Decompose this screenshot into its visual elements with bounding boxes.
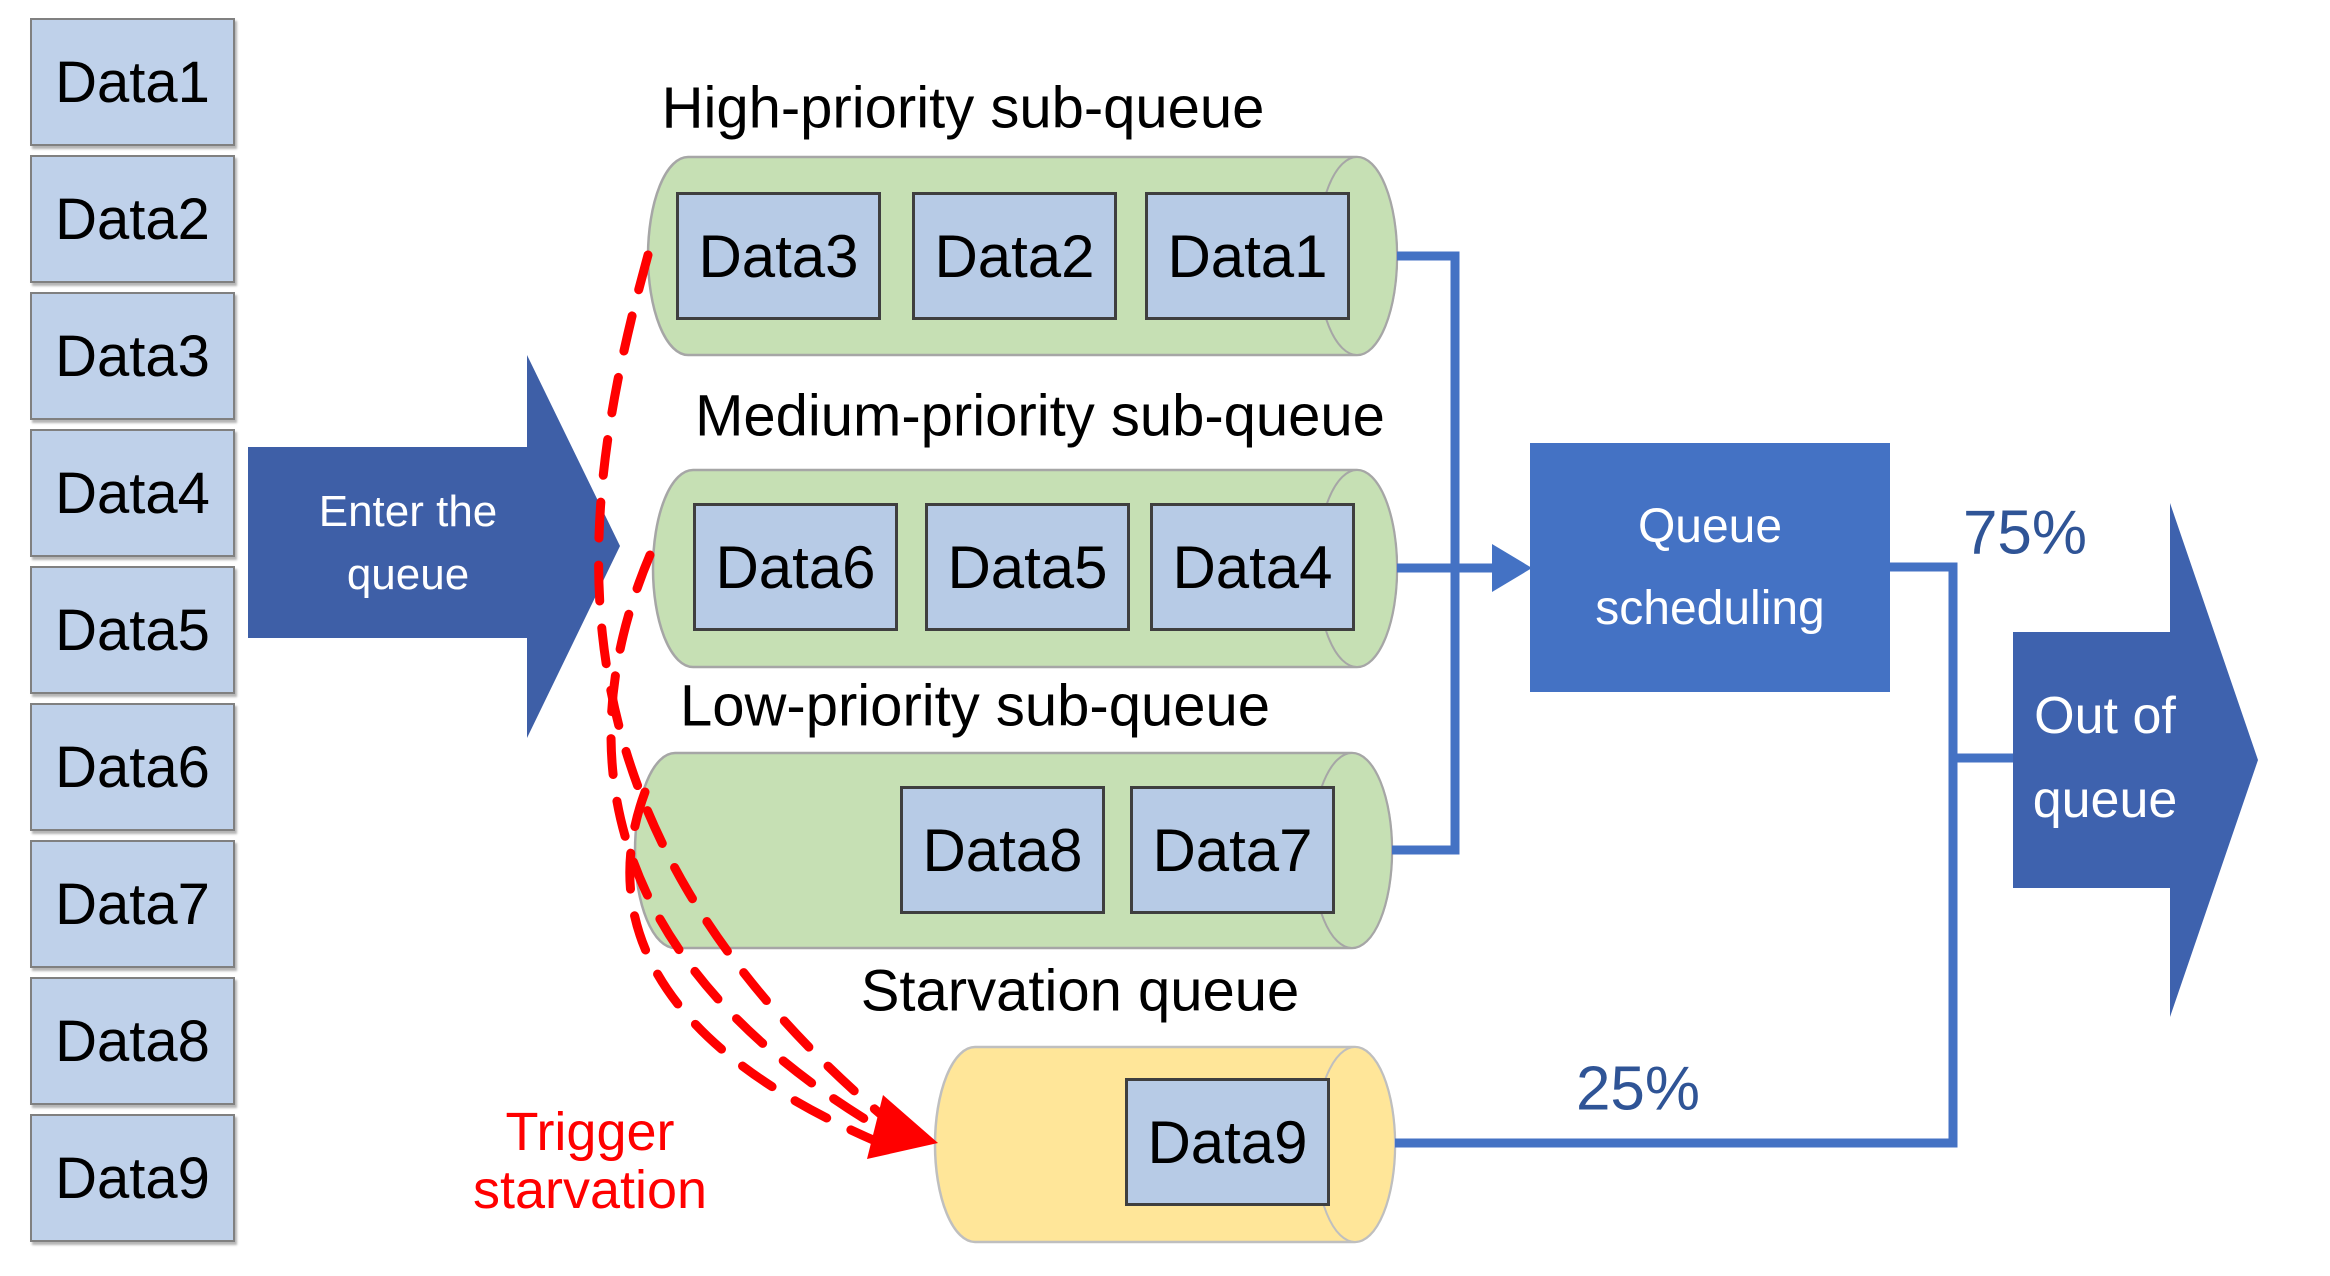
trigger-curve-high bbox=[594, 250, 890, 1123]
queue-scheduling-label-line1: Queue bbox=[1637, 499, 1783, 553]
queue-scheduling-box: Queue scheduling bbox=[1530, 443, 1890, 692]
starvation-queue-item-0: Data9 bbox=[1125, 1078, 1330, 1206]
medium-queue-item-2: Data4 bbox=[1150, 503, 1355, 631]
enter-queue-label: Enter the queue bbox=[319, 480, 498, 606]
input-item-7: Data7 bbox=[30, 840, 235, 968]
low-queue-item-1: Data7 bbox=[1130, 786, 1335, 914]
input-item-2: Data2 bbox=[30, 155, 235, 283]
input-item-3: Data3 bbox=[30, 292, 235, 420]
low-queue-title: Low-priority sub-queue bbox=[680, 673, 1270, 739]
trigger-curve-medium bbox=[606, 550, 893, 1138]
trigger-curve-low bbox=[625, 787, 897, 1153]
trigger-arrowhead-icon bbox=[867, 1095, 938, 1159]
connector-high-low-collector bbox=[1392, 251, 1460, 855]
trigger-starvation-label-line2: starvation bbox=[472, 1160, 708, 1220]
high-queue-item-1: Data2 bbox=[912, 192, 1117, 320]
input-item-4: Data4 bbox=[30, 429, 235, 557]
percent-75-label: 75% bbox=[1962, 498, 2088, 568]
medium-queue-item-1: Data5 bbox=[925, 503, 1130, 631]
input-item-9: Data9 bbox=[30, 1114, 235, 1242]
input-item-5: Data5 bbox=[30, 566, 235, 694]
percent-25-label: 25% bbox=[1575, 1054, 1701, 1124]
high-queue-item-2: Data1 bbox=[1145, 192, 1350, 320]
starvation-queue-title: Starvation queue bbox=[860, 958, 1300, 1024]
high-queue-title: High-priority sub-queue bbox=[661, 75, 1265, 141]
medium-queue-item-0: Data6 bbox=[693, 503, 898, 631]
input-item-1: Data1 bbox=[30, 18, 235, 146]
input-item-6: Data6 bbox=[30, 703, 235, 831]
enter-queue-label-line1: Enter the bbox=[318, 487, 498, 536]
high-queue-item-0: Data3 bbox=[676, 192, 881, 320]
input-item-8: Data8 bbox=[30, 977, 235, 1105]
low-queue-item-0: Data8 bbox=[900, 786, 1105, 914]
out-queue-arrow bbox=[2013, 503, 2258, 1017]
out-queue-label: Out of queue bbox=[2033, 674, 2178, 842]
connector-75-elbow bbox=[1395, 562, 1958, 1148]
trigger-starvation-label-line1: Trigger bbox=[505, 1102, 675, 1162]
queue-scheduling-label-line2: scheduling bbox=[1595, 581, 1825, 635]
medium-queue-title: Medium-priority sub-queue bbox=[695, 383, 1385, 449]
out-queue-label-line1: Out of bbox=[2034, 687, 2176, 745]
scheduler-arrowhead-icon bbox=[1492, 544, 1532, 592]
enter-queue-arrow bbox=[248, 355, 620, 738]
enter-queue-label-line2: queue bbox=[346, 550, 470, 599]
out-queue-label-line2: queue bbox=[2032, 771, 2178, 829]
trigger-starvation-label: Trigger starvation bbox=[473, 1103, 707, 1219]
